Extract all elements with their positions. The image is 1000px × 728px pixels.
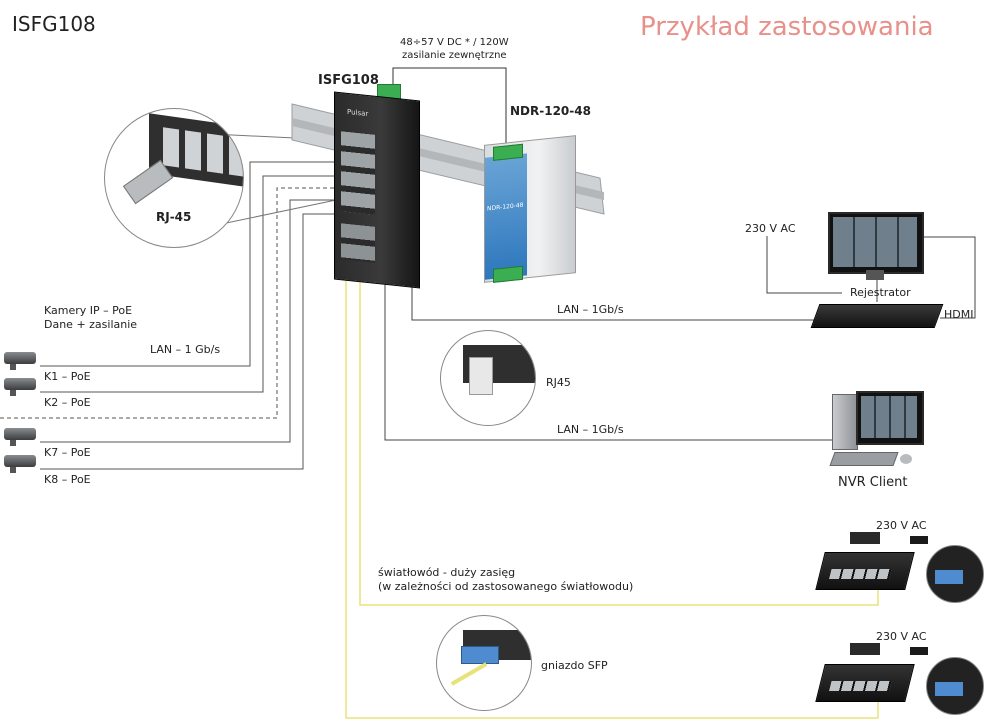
fiber-line-2 [345,258,879,719]
camera-wire-k1 [40,161,338,367]
switch-brand: Pulsar [347,107,369,119]
nvr-monitor-icon [856,391,924,445]
rj45-leader-2 [211,199,337,227]
recorder-ac: 230 V AC [745,222,796,235]
nvr-link: LAN – 1Gb/s [557,423,624,436]
rj45-small-label: RJ45 [546,376,571,389]
camera-label-k7: K7 – PoE [44,446,91,459]
power-wire [392,67,507,150]
rj45-callout-circle [104,108,244,248]
switch-body: Pulsar [334,91,420,289]
switch-sfp-ports [341,223,375,263]
psu-label: NDR-120-48 [510,104,591,118]
converter-1-switch-icon [815,552,915,590]
rj45-small-plug-icon [469,357,493,395]
nvr-mouse-icon [900,454,912,464]
recorder-label: Rejestrator [850,286,911,299]
converter-1-detail-circle [926,545,984,603]
hdmi-wire [920,236,976,319]
nvr-keyboard-icon [829,452,899,466]
cameras-heading-1: Kamery IP – PoE [44,304,133,317]
recorder-hdmi: HDMI [944,308,974,321]
converter-2-switch-icon [815,664,915,702]
model-title: ISFG108 [12,12,96,36]
psu-front-panel [485,153,527,280]
camera-wire-k2 [40,175,338,393]
sfp-fiber-cable [450,662,488,686]
camera-icon [2,376,38,396]
camera-icon [2,453,38,473]
converter-2-adapter-icon [850,643,880,655]
sfp-module-icon [461,646,499,664]
nvr-pc-tower-icon [832,394,858,450]
nvr-label: NVR Client [838,475,908,490]
converter-1-ac: 230 V AC [876,519,927,532]
rj45-callout-label: RJ-45 [156,210,192,224]
camera-wire-k8 [40,213,338,470]
rj45-port-grid [163,127,243,178]
fiber-line-2: (w zależności od zastosowanego światłowo… [378,580,634,593]
camera-wire-dashed [0,187,338,419]
ac-wire-recorder [766,236,842,294]
recorder-link: LAN – 1Gb/s [557,303,624,316]
cameras-link-speed: LAN – 1 Gb/s [150,343,221,356]
camera-label-k1: K1 – PoE [44,370,91,383]
cameras-heading-2: Dane + zasilanie [44,318,138,331]
rj45-plug-icon [122,159,174,205]
recorder-box-icon [810,304,944,328]
converter-1-adapter-icon [850,532,880,544]
fiber-line-1: światłowód - duży zasięg [378,566,516,579]
converter-2-plug-icon [910,647,928,655]
camera-icon [2,350,38,370]
camera-icon [2,426,38,446]
power-note: zasilanie zewnętrzne [402,50,507,61]
psu-unit: NDR-120-48 [484,135,576,283]
rj45-small-circle [440,330,536,426]
camera-label-k2: K2 – PoE [44,396,91,409]
power-spec: 48÷57 V DC * / 120W [400,37,509,48]
converter-2-ac: 230 V AC [876,630,927,643]
converter-2-detail-circle [926,657,984,715]
sfp-label: gniazdo SFP [541,659,608,672]
sfp-callout-circle [436,615,532,711]
subtitle: Przykład zastosowania [640,12,934,42]
converter-1-plug-icon [910,536,928,544]
recorder-monitor-stand [866,270,884,280]
switch-rj45-ports [341,131,375,215]
fiber-line-1 [359,258,879,606]
lan-wire-nvr [384,270,832,441]
camera-wire-k7 [40,199,338,443]
recorder-monitor-icon [828,212,924,274]
switch-label: ISFG108 [318,73,379,88]
camera-label-k8: K8 – PoE [44,473,91,486]
